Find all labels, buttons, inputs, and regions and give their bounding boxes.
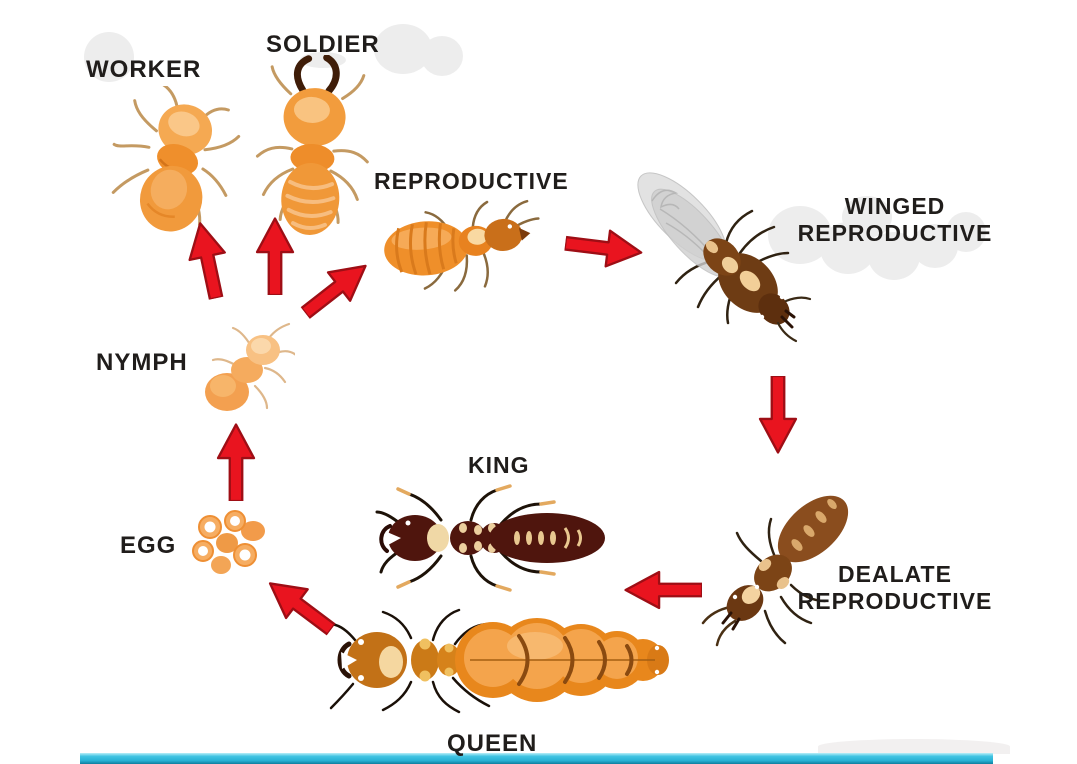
worker-termite-illustration — [100, 83, 250, 236]
dealate-reproductive-termite-illustration — [695, 465, 870, 655]
worker-label: WORKER — [86, 56, 202, 83]
reproductive-label: REPRODUCTIVE — [374, 168, 569, 194]
footer-wave — [818, 739, 1010, 754]
egg-cluster-illustration — [183, 505, 278, 585]
winged-reproductive-label-line2: REPRODUCTIVE — [797, 220, 993, 246]
cloud-blob — [868, 232, 920, 280]
arrow-nymph-to-soldier-icon — [253, 217, 297, 295]
arrow-nymph-to-worker-icon — [178, 217, 237, 302]
dealate-reproductive-label-line1: DEALATE — [838, 561, 952, 587]
winged-reproductive-label-line1: WINGED — [844, 193, 946, 219]
cloud-blob — [421, 36, 463, 76]
queen-termite-illustration — [325, 598, 670, 733]
soldier-label: SOLDIER — [266, 31, 380, 58]
arrow-reproductive-to-winged-icon — [563, 221, 646, 274]
arrow-dealate-to-king-icon — [624, 568, 702, 612]
arrow-queen-to-egg-icon — [256, 565, 345, 647]
footer-strip — [80, 753, 993, 764]
soldier-termite-illustration — [242, 54, 382, 240]
king-label: KING — [468, 452, 530, 478]
winged-reproductive-label: WINGED REPRODUCTIVE — [790, 193, 1000, 247]
winged-reproductive-termite-illustration — [630, 165, 820, 355]
reproductive-termite-illustration — [378, 188, 543, 303]
nymph-label: NYMPH — [96, 349, 188, 376]
cloud-blob — [84, 32, 134, 82]
queen-label: QUEEN — [447, 730, 538, 757]
king-termite-illustration — [375, 480, 610, 600]
egg-label: EGG — [120, 532, 177, 559]
nymph-termite-illustration — [185, 312, 299, 422]
arrow-nymph-to-reproductive-icon — [292, 248, 381, 331]
dealate-reproductive-label: DEALATE REPRODUCTIVE — [790, 561, 1000, 615]
arrow-winged-to-dealate-icon — [756, 376, 800, 454]
cloud-blob — [946, 212, 986, 252]
dealate-reproductive-label-line2: REPRODUCTIVE — [797, 588, 993, 614]
cloud-blob — [842, 196, 892, 238]
arrow-egg-to-nymph-icon — [214, 423, 258, 501]
